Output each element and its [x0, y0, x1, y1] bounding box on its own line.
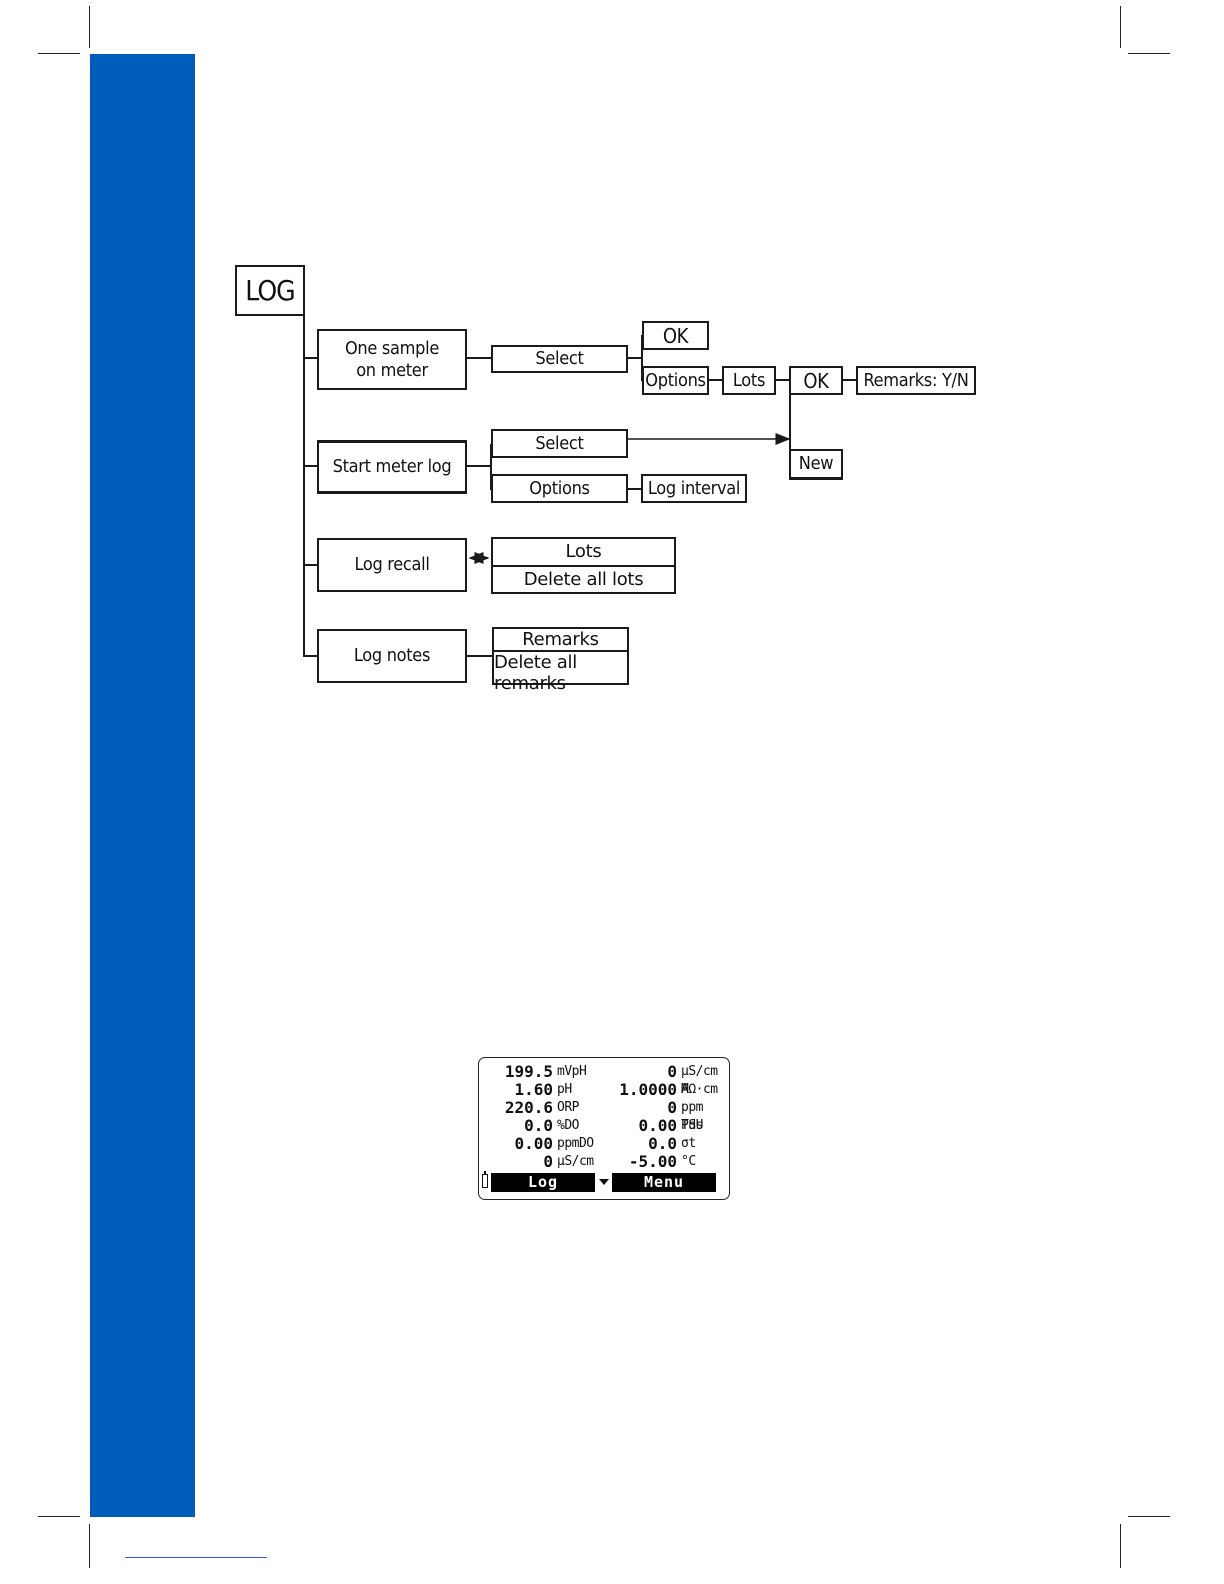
- log-interval-node: Log interval: [641, 474, 747, 503]
- connector: [789, 381, 791, 451]
- lcd-value: 199.5: [504, 1062, 553, 1081]
- options-node: Options: [642, 366, 709, 395]
- lcd-unit: pH: [557, 1082, 572, 1097]
- connector: [466, 357, 492, 359]
- lcd-unit: °C: [681, 1154, 696, 1169]
- crop-mark: [1120, 6, 1121, 48]
- delete-all-lots-node: Delete all lots: [493, 564, 674, 593]
- log-root-node: LOG: [235, 265, 305, 316]
- connector: [775, 379, 790, 381]
- ok-lot-node: OK: [789, 366, 843, 395]
- lcd-value: 0: [667, 1062, 677, 1081]
- one-sample-node: One sample on meter: [317, 329, 467, 390]
- select-node: Select: [491, 345, 628, 373]
- lcd-unit: ppm Tds: [681, 1100, 703, 1133]
- lcd-row: 220.6 ORP 0 ppm Tds: [479, 1098, 729, 1134]
- lcd-value: 0: [667, 1098, 677, 1117]
- side-color-band: [90, 54, 195, 1517]
- connector: [641, 335, 643, 381]
- lcd-unit: ppmDO: [557, 1136, 594, 1151]
- connector: [627, 357, 643, 359]
- log-softkey: Log: [491, 1173, 595, 1192]
- lcd-unit: MΩ·cm: [681, 1082, 718, 1097]
- new-node: New: [789, 449, 843, 480]
- connector: [466, 655, 493, 657]
- lcd-value: 1.60: [514, 1080, 553, 1099]
- connector: [303, 564, 318, 566]
- lcd-unit: σt: [681, 1136, 696, 1151]
- lcd-unit: PSU: [681, 1118, 703, 1133]
- connector: [627, 488, 642, 490]
- connector: [303, 465, 318, 467]
- lcd-value: 1.0000: [619, 1080, 677, 1099]
- crop-mark: [1128, 1516, 1170, 1517]
- lcd-value: 0.0: [648, 1134, 677, 1153]
- connector: [708, 379, 723, 381]
- connector: [466, 465, 492, 467]
- connector: [842, 379, 857, 381]
- ok-node: OK: [642, 321, 709, 350]
- lcd-value: 0.00: [638, 1116, 677, 1135]
- crop-mark: [1128, 53, 1170, 54]
- lcd-value: 0.00: [514, 1134, 553, 1153]
- lcd-value: 0: [543, 1152, 553, 1171]
- lcd-value: 220.6: [504, 1098, 553, 1117]
- delete-all-remarks-node: Delete all remarks: [494, 650, 627, 694]
- footer-link-underline: [125, 1557, 267, 1558]
- menu-softkey: Menu: [612, 1173, 716, 1192]
- lcd-unit: ORP: [557, 1100, 579, 1115]
- crop-mark: [38, 53, 80, 54]
- notes-options-group: Remarks Delete all remarks: [492, 627, 629, 694]
- connector: [490, 444, 492, 490]
- lcd-unit: mVpH: [557, 1064, 587, 1079]
- lcd-unit: %DO: [557, 1118, 579, 1133]
- remarks-node: Remarks: [522, 629, 599, 650]
- remarks-yn-node: Remarks: Y/N: [856, 366, 976, 395]
- crop-mark: [38, 1516, 80, 1517]
- crop-mark: [1120, 1524, 1121, 1568]
- lcd-value: 0.0: [524, 1116, 553, 1135]
- lcd-unit: µS/cm: [557, 1154, 594, 1169]
- lcd-unit: µS/cm A: [681, 1064, 718, 1097]
- log-recall-node: Log recall: [317, 538, 467, 592]
- log-notes-node: Log notes: [317, 629, 467, 683]
- lcd-screen: 199.5 mVpH 0 µS/cm A 1.60 pH 1.0000 MΩ·c…: [478, 1057, 730, 1200]
- lcd-row: 0 µS/cm -5.00 °C: [479, 1153, 729, 1171]
- crop-mark: [89, 1524, 90, 1568]
- select-node: Select: [491, 429, 628, 458]
- options-node: Options: [491, 474, 628, 503]
- lcd-row: 0.0 %DO 0.00 PSU: [479, 1117, 729, 1135]
- lcd-value: -5.00: [628, 1152, 677, 1171]
- connector: [303, 357, 318, 359]
- lcd-row: 1.60 pH 1.0000 MΩ·cm: [479, 1081, 729, 1099]
- lcd-row: 199.5 mVpH 0 µS/cm A: [479, 1062, 729, 1098]
- lots-node: Lots: [565, 541, 602, 563]
- crop-mark: [89, 6, 90, 48]
- lcd-row: 0.00 ppmDO 0.0 σt: [479, 1135, 729, 1153]
- start-meter-log-node: Start meter log: [317, 440, 467, 494]
- connector: [303, 314, 305, 657]
- battery-icon: [482, 1171, 488, 1188]
- down-arrow-icon: [599, 1179, 609, 1185]
- lots-node: Lots: [722, 366, 776, 395]
- connector: [303, 655, 318, 657]
- recall-options-group: Lots Delete all lots: [491, 537, 676, 594]
